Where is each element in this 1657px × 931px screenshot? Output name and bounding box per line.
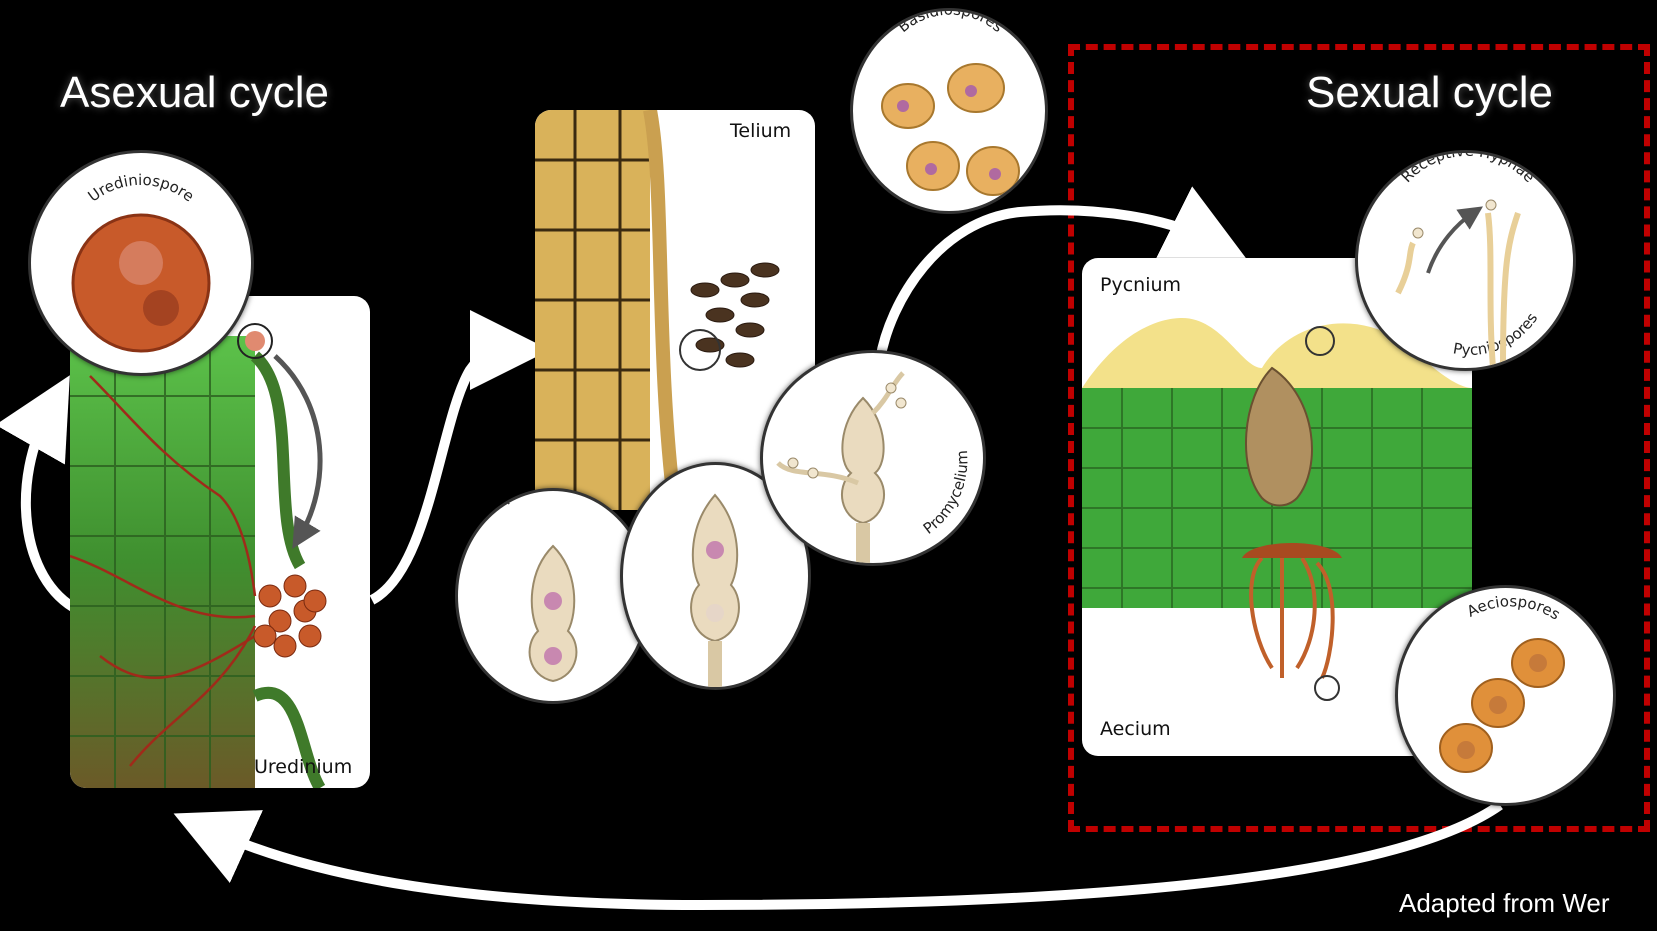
- aecium-label: Aecium: [1100, 718, 1171, 740]
- pycnium-label: Pycnium: [1100, 274, 1181, 296]
- telium-label: Telium: [730, 120, 791, 142]
- svg-text:Aeciospores: Aeciospores: [1464, 592, 1563, 623]
- promycelium-circle: Promycelium: [760, 350, 986, 566]
- promycelium-icon: [778, 373, 906, 563]
- urediniospore-label: Urediniospore: [85, 171, 198, 206]
- uredinium-label: Uredinium: [254, 756, 352, 778]
- pycniospores-label: Pycniospores: [1452, 309, 1542, 359]
- teliospore-icon: [530, 546, 577, 681]
- svg-text:Pycniospores: Pycniospores: [1452, 309, 1542, 359]
- aeciospores-label: Aeciospores: [1464, 592, 1563, 623]
- aeciospores-circle: Aeciospores: [1395, 585, 1616, 806]
- basidiospores-circle: Basidiospores: [850, 8, 1048, 214]
- urediniospore-circle: Urediniospore: [28, 150, 254, 376]
- return-arrow: [210, 805, 1500, 905]
- urediniospore-icon: [73, 215, 209, 351]
- germinating-teliospore-icon: [691, 495, 739, 687]
- credit-text: Adapted from Wer: [1399, 888, 1657, 919]
- svg-text:Urediniospore: Urediniospore: [85, 171, 198, 206]
- receptive-hyphae-circle: Receptive Hyphae Pycniospores: [1355, 150, 1576, 371]
